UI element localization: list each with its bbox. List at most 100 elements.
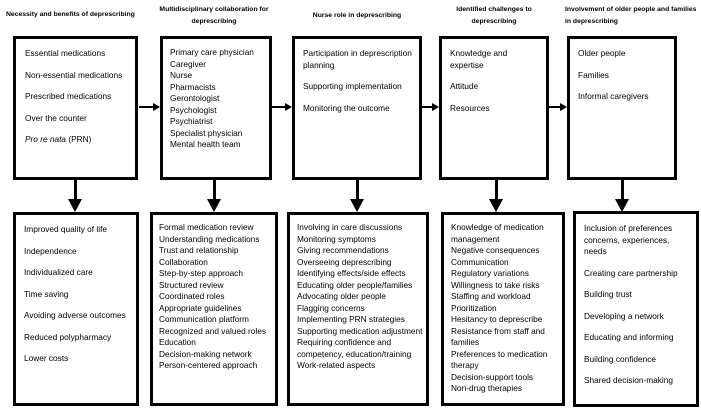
list-item: Giving recommendations: [297, 245, 389, 255]
arrow-stem: [620, 180, 624, 201]
list-item: Primary care physician: [170, 47, 254, 57]
list-item: Over the counter: [25, 112, 87, 123]
list-item: Formal medication review: [159, 222, 254, 232]
arrow-stem: [212, 180, 216, 201]
header-necessity-benefits: Necessity and benefits of deprescribing: [6, 11, 135, 18]
header-nurse-role: Nurse role in deprescribing: [312, 12, 402, 19]
list-item: Independence: [24, 245, 77, 256]
list-item: Involving in care discussions: [297, 222, 403, 232]
right-arrow-icon: [549, 103, 567, 111]
list-item: Overseeing deprescribing: [297, 256, 392, 267]
list-item: Psychiatrist: [170, 116, 213, 126]
header-identified-challenges: Identified challenges to deprescribing: [456, 6, 532, 25]
list-item: Coordinated roles: [159, 291, 225, 301]
list-item: Building trust: [584, 289, 632, 299]
nurse-role-top-box: Participation in deprescription planning…: [292, 36, 422, 180]
list-item: Person-centered approach: [159, 360, 258, 370]
list-item: Supporting medication adjustment: [297, 325, 423, 336]
list-item: Individualized care: [24, 267, 93, 277]
list-item: Hesitancy to deprescribe: [451, 314, 543, 324]
list-item: Decision-support tools: [451, 371, 534, 382]
list-item: Knowledge and expertise: [450, 48, 508, 70]
list-item: Trust and relationship: [159, 245, 239, 255]
arrow-head: [615, 199, 629, 212]
list-item: Pharmacists: [170, 81, 216, 92]
arrow-stem: [494, 180, 498, 201]
list-item: Work-related aspects: [297, 360, 376, 370]
arrow-stem: [139, 106, 155, 108]
arrow-head: [68, 199, 82, 212]
header-older-people-involvement: Involvement of older people and families…: [565, 6, 697, 25]
list-item: Families: [578, 69, 609, 80]
list-item: Specialist physician: [170, 127, 243, 138]
right-arrow-icon: [422, 103, 439, 111]
list-item: Monitoring the outcome: [303, 102, 390, 113]
list-item: Non-essential medications: [25, 69, 123, 80]
list-item: Recognized and valued roles: [159, 325, 267, 336]
list-item: Requiring confidence and competency, edu…: [297, 337, 412, 359]
list-item: Informal caregivers: [578, 91, 649, 101]
down-arrow-icon: [615, 180, 629, 212]
list-item: Building confidence: [584, 353, 656, 364]
list-item: Mental health team: [170, 139, 241, 149]
list-item: Pro re nata (PRN): [25, 134, 92, 144]
arrow-stem: [73, 180, 77, 201]
arrow-head: [560, 103, 567, 111]
list-item: Supporting implementation: [303, 81, 402, 91]
list-item: Caregiver: [170, 58, 206, 69]
list-item: Older people: [578, 48, 626, 58]
list-item: Education: [159, 337, 196, 347]
list-item: Resources: [450, 102, 490, 113]
list-item: Essential medications: [25, 48, 106, 58]
list-item: Psychologist: [170, 104, 217, 115]
arrow-head: [350, 199, 364, 212]
list-item: Appropriate guidelines: [159, 302, 242, 313]
list-item: Avoiding adverse outcomes: [24, 310, 126, 320]
list-item: Nurse: [170, 70, 193, 80]
arrow-stem: [272, 106, 287, 108]
right-arrow-icon: [272, 103, 292, 111]
list-item: Creating care partnership: [584, 267, 678, 278]
list-item: Implementing PRN strategies: [297, 314, 405, 324]
list-item: Prioritization: [451, 302, 497, 313]
list-item: Resistance from staff and families: [451, 325, 545, 348]
right-arrow-icon: [139, 103, 160, 111]
list-item: Educating and informing: [584, 332, 674, 342]
list-item: Flagging concerns: [297, 302, 365, 313]
list-item: Lower costs: [24, 353, 69, 363]
arrow-head: [285, 103, 292, 111]
list-item: Monitoring symptoms: [297, 233, 376, 244]
list-item: Reduced polypharmacy: [24, 331, 112, 342]
down-arrow-icon: [489, 180, 503, 212]
down-arrow-icon: [68, 180, 82, 212]
list-item: Prescribed medications: [25, 91, 112, 101]
list-item: Step-by-step approach: [159, 268, 243, 278]
list-item: Developing a network: [584, 310, 664, 321]
list-item: Negative consequences: [451, 245, 540, 255]
arrow-head: [153, 103, 160, 111]
list-item: Advocating older people: [297, 291, 387, 301]
arrow-head: [489, 199, 503, 212]
list-item: Decision-making network: [159, 348, 252, 359]
list-item: Communication platform: [159, 314, 249, 324]
list-item: Gerontologist: [170, 93, 220, 103]
list-item: Communication: [451, 256, 509, 267]
list-item: Inclusion of preferences concerns, exper…: [584, 223, 673, 256]
list-item: Knowledge of medication management: [451, 222, 544, 244]
list-item: Preferences to medication therapy: [451, 348, 548, 371]
header-multidisciplinary-collaboration: Multidisciplinary collaboration for depr…: [159, 6, 269, 25]
list-item: Shared decision-making: [584, 375, 674, 385]
list-item: Collaboration: [159, 256, 208, 267]
list-item: Staffing and workload: [451, 291, 531, 301]
down-arrow-icon: [350, 180, 364, 212]
list-item: Improved quality of life: [24, 224, 108, 234]
list-item: Structured review: [159, 279, 224, 290]
